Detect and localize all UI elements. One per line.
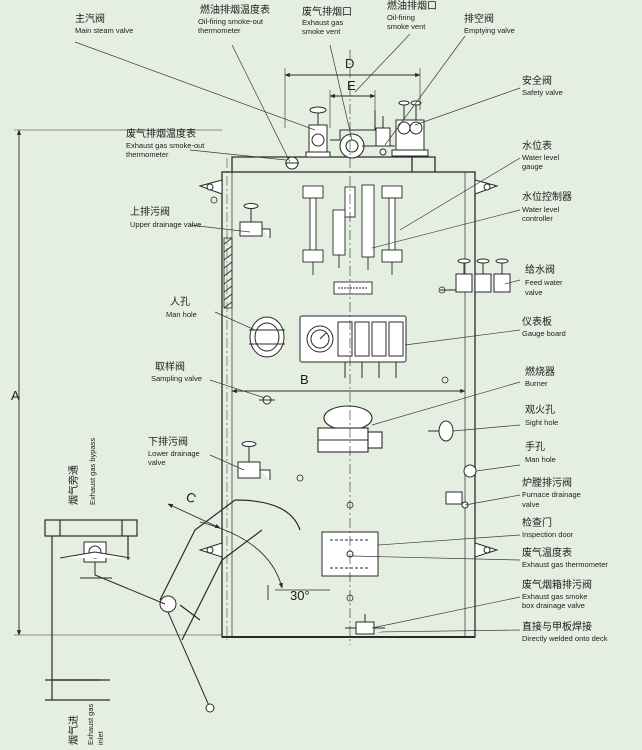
label-exhaust-thermo-en2: thermometer	[126, 150, 169, 159]
dim-c: C	[184, 489, 198, 506]
label-oil-vent-en2: smoke vent	[387, 22, 426, 31]
label-gauge-en1: Water level	[522, 153, 560, 162]
dim-d: D	[345, 56, 354, 71]
label-sight-en: Sight hole	[525, 418, 558, 427]
safety-valve	[391, 100, 429, 157]
insulation-strip	[223, 237, 233, 309]
leader-lines	[74, 33, 521, 633]
label-controller-en1: Water level	[522, 205, 560, 214]
label-smokebox-en1: Exhaust gas smoke	[522, 592, 587, 601]
label-feed-en1: Feed water	[525, 278, 563, 287]
body-markers	[210, 196, 449, 602]
label-controller-cn: 水位控制器	[522, 190, 572, 203]
label-welded-cn: 直接与甲板焊接	[522, 620, 592, 633]
label-inlet-en2: inlet	[96, 730, 105, 745]
label-inspection-en: Inspection door	[522, 530, 574, 539]
dim-b: B	[300, 372, 309, 387]
label-gaugeboard-en: Gauge board	[522, 329, 566, 338]
sampling-valve	[259, 395, 275, 405]
label-feed-cn: 给水阀	[525, 263, 555, 276]
label-oil-thermo-cn: 燃油排烟温度表	[200, 3, 270, 16]
label-gas-thermo-en: Exhaust gas thermometer	[522, 560, 608, 569]
label-oil-thermo-en2: thermometer	[198, 26, 241, 35]
label-inlet-cn: 烟气进	[67, 715, 80, 745]
label-upper-drain-en: Upper drainage valve	[130, 220, 201, 229]
label-exhaust-thermo-en1: Exhaust gas smoke-out	[126, 141, 205, 150]
label-lower-drain-en1: Lower drainage	[148, 449, 200, 458]
dim-a: A	[11, 388, 20, 403]
label-manhole-cn: 人孔	[170, 296, 190, 308]
label-main-steam-cn: 主汽阀	[75, 12, 105, 25]
label-smokebox-en2: box drainage valve	[522, 601, 585, 610]
main-steam-valve	[305, 106, 331, 158]
label-gauge-en2: gauge	[522, 162, 543, 171]
smoke-out-thermometer	[285, 156, 299, 170]
label-exhaust-thermo-cn: 废气排烟温度表	[126, 127, 196, 140]
dim-angle: 30°	[290, 588, 310, 603]
water-level-gauges	[302, 185, 403, 275]
label-sight-cn: 观火孔	[525, 404, 555, 416]
label-safety-en: Safety valve	[522, 88, 563, 97]
label-inlet-en1: Exhaust gas	[86, 703, 95, 745]
label-bypass-cn: 烟气旁通	[67, 465, 80, 505]
man-hole	[249, 316, 285, 358]
dimension-texts: A D E B C 30°	[11, 56, 356, 603]
label-oil-thermo-en1: Oil-firing smoke-out	[198, 17, 264, 26]
label-burner-cn: 燃烧器	[525, 365, 555, 378]
label-welded-en: Directly welded onto deck	[522, 634, 608, 643]
gauge-nameplate	[333, 281, 373, 295]
label-gas-thermo-cn: 废气温度表	[522, 546, 572, 559]
label-feed-en2: valve	[525, 288, 543, 297]
label-gaugeboard-cn: 仪表板	[522, 315, 552, 328]
hand-hole	[463, 464, 477, 478]
text-labels: 主汽阀 Main steam valve 燃油排烟温度表 Oil-firing …	[67, 0, 608, 745]
gauge-board	[299, 315, 407, 378]
smoke-box-drainage-valve	[345, 614, 385, 635]
emptying-valve	[375, 116, 391, 156]
label-furnace-en2: valve	[522, 500, 540, 509]
exhaust-gas-vent-pipe	[339, 133, 365, 159]
label-burner-en: Burner	[525, 379, 548, 388]
label-safety-cn: 安全阀	[522, 74, 552, 87]
label-handhole-cn: 手孔	[525, 440, 545, 453]
lifting-lugs	[198, 179, 499, 558]
furnace-drainage-valve	[445, 491, 469, 509]
burner	[317, 405, 383, 453]
label-controller-en2: controller	[522, 214, 553, 223]
feed-water-valves	[440, 258, 511, 293]
label-furnace-cn: 炉膛排污阀	[522, 476, 572, 489]
label-handhole-en: Man hole	[525, 455, 556, 464]
label-inspection-cn: 检查门	[522, 516, 552, 529]
label-sampling-cn: 取样阀	[155, 360, 185, 373]
exhaust-bypass-duct	[44, 499, 301, 701]
label-smokebox-cn: 废气烟箱排污阀	[522, 578, 592, 591]
label-oil-vent-en1: Oil-firing	[387, 13, 415, 22]
label-exhaust-vent-en2: smoke vent	[302, 27, 341, 36]
label-oil-vent-cn: 燃油排烟口	[387, 0, 437, 12]
bypass-valve	[59, 541, 215, 713]
dimension-lines	[14, 50, 466, 645]
label-gauge-cn: 水位表	[522, 139, 552, 152]
upper-drainage-valve	[239, 203, 271, 238]
sight-hole	[428, 420, 454, 442]
label-sampling-en: Sampling valve	[151, 374, 202, 383]
label-emptying-en: Emptying valve	[464, 26, 515, 35]
water-level-controller	[332, 184, 375, 270]
label-upper-drain-cn: 上排污阀	[130, 205, 170, 218]
top-pipe	[330, 110, 395, 147]
label-bypass-en: Exhaust gas bypass	[88, 438, 97, 505]
label-lower-drain-en2: valve	[148, 458, 166, 467]
label-exhaust-vent-cn: 废气排烟口	[302, 5, 352, 18]
label-lower-drain-cn: 下排污阀	[148, 435, 188, 448]
label-manhole-en: Man hole	[166, 310, 197, 319]
label-main-steam-en: Main steam valve	[75, 26, 133, 35]
label-exhaust-vent-en1: Exhaust gas	[302, 18, 344, 27]
dim-e: E	[347, 78, 356, 93]
label-furnace-en1: Furnace drainage	[522, 490, 581, 499]
lower-drainage-valve	[237, 441, 271, 480]
label-emptying-cn: 排空阀	[464, 12, 494, 25]
